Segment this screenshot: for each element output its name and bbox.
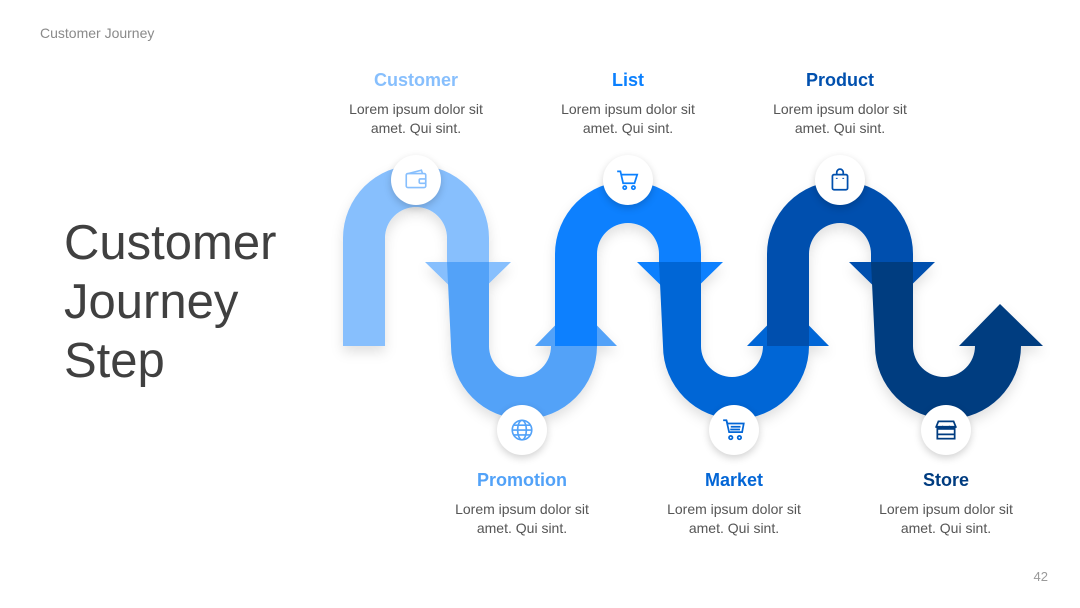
- step-description: Lorem ipsum dolor sit amet. Qui sint.: [740, 100, 940, 138]
- title-line-3: Step: [64, 334, 165, 388]
- step-description: Lorem ipsum dolor sit amet. Qui sint.: [316, 100, 516, 138]
- step-desc-line-2: amet. Qui sint.: [794, 120, 886, 136]
- step-desc-line-2: amet. Qui sint.: [370, 120, 462, 136]
- step-desc-line-1: Lorem ipsum dolor sit: [773, 101, 907, 117]
- step-store-label: Store Lorem ipsum dolor sit amet. Qui si…: [846, 470, 1046, 538]
- shopping-cart-icon: [723, 419, 745, 441]
- slide-title: Customer Journey Step: [64, 214, 276, 391]
- step-description: Lorem ipsum dolor sit amet. Qui sint.: [422, 500, 622, 538]
- step-list-label: List Lorem ipsum dolor sit amet. Qui sin…: [528, 70, 728, 138]
- step-title: Customer: [373, 70, 458, 90]
- shopping-cart-icon-badge: [709, 405, 759, 455]
- cart-icon: [617, 170, 639, 191]
- wave-segment-market: [659, 262, 829, 419]
- step-market-label: Market Lorem ipsum dolor sit amet. Qui s…: [634, 470, 834, 538]
- step-desc-line-2: amet. Qui sint.: [900, 520, 992, 536]
- wave-segment-list: [555, 181, 723, 346]
- page-number: 42: [1033, 569, 1048, 584]
- step-title: List: [611, 70, 644, 90]
- step-customer-label: Customer Lorem ipsum dolor sit amet. Qui…: [316, 70, 516, 138]
- step-desc-line-1: Lorem ipsum dolor sit: [879, 501, 1013, 517]
- step-desc-line-2: amet. Qui sint.: [582, 120, 674, 136]
- store-icon-badge: [921, 405, 971, 455]
- step-title: Market: [704, 470, 764, 490]
- cart-icon-badge: [603, 155, 653, 205]
- step-desc-line-2: amet. Qui sint.: [476, 520, 568, 536]
- step-desc-line-1: Lorem ipsum dolor sit: [561, 101, 695, 117]
- shopping-bag-icon: [831, 168, 849, 191]
- shopping-bag-icon-badge: [815, 155, 865, 205]
- step-desc-line-1: Lorem ipsum dolor sit: [667, 501, 801, 517]
- wave-segment-product: [767, 181, 935, 346]
- step-promotion-label: Promotion Lorem ipsum dolor sit amet. Qu…: [422, 470, 622, 538]
- title-line-1: Customer: [64, 216, 277, 270]
- step-description: Lorem ipsum dolor sit amet. Qui sint.: [846, 500, 1046, 538]
- store-icon: [934, 420, 958, 440]
- step-description: Lorem ipsum dolor sit amet. Qui sint.: [528, 100, 728, 138]
- step-description: Lorem ipsum dolor sit amet. Qui sint.: [634, 500, 834, 538]
- step-title: Promotion: [477, 470, 567, 490]
- globe-icon: [511, 419, 533, 441]
- wallet-icon: [405, 169, 427, 189]
- wallet-icon-badge: [391, 155, 441, 205]
- wave-segment-promotion: [447, 262, 617, 419]
- step-product-label: Product Lorem ipsum dolor sit amet. Qui …: [740, 70, 940, 138]
- title-line-2: Journey: [64, 275, 239, 329]
- step-desc-line-1: Lorem ipsum dolor sit: [349, 101, 483, 117]
- header-label: Customer Journey: [40, 25, 155, 41]
- wave-segment-store: [871, 262, 1043, 419]
- step-title: Product: [805, 70, 874, 90]
- step-title: Store: [922, 470, 969, 490]
- step-desc-line-1: Lorem ipsum dolor sit: [455, 501, 589, 517]
- step-desc-line-2: amet. Qui sint.: [688, 520, 780, 536]
- globe-icon-badge: [497, 405, 547, 455]
